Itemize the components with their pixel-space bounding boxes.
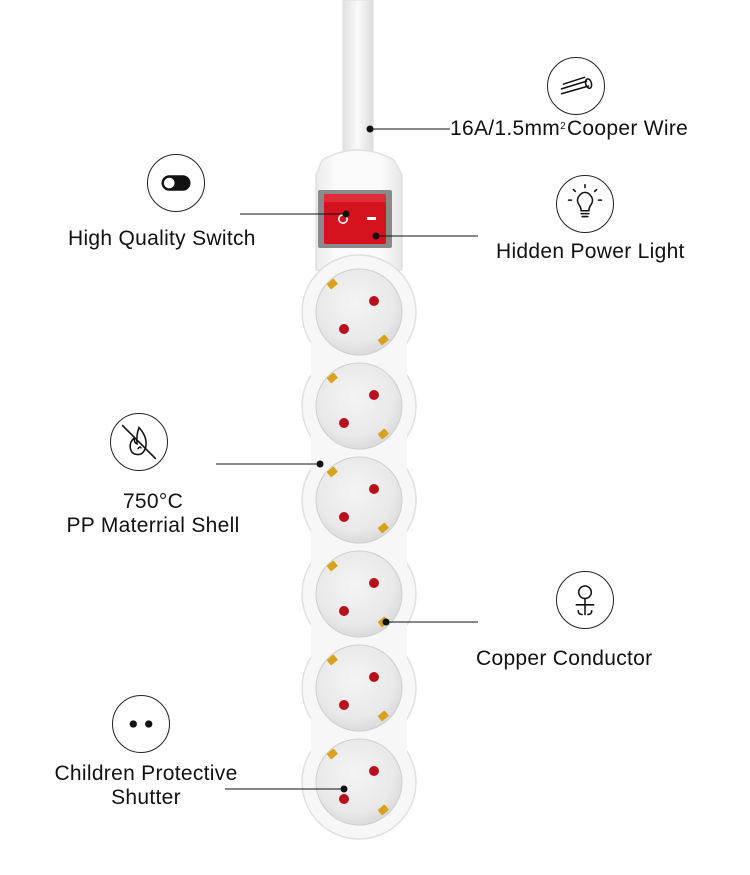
pin-hole-right <box>369 390 379 400</box>
switch-on-mark <box>367 217 376 220</box>
leader-lines <box>216 125 478 793</box>
no-fire-icon <box>110 413 168 471</box>
rocker-switch[interactable] <box>324 194 386 244</box>
earth-contact-bottom <box>378 522 389 534</box>
earth-contact-top <box>327 748 338 760</box>
socket-face <box>315 456 403 544</box>
light-bulb-icon <box>556 175 614 233</box>
earth-contact-bottom <box>378 334 389 346</box>
earth-contact-bottom <box>378 710 389 722</box>
shutter-holes-icon <box>112 695 170 753</box>
label-shutter-line1: Children Protective <box>54 762 238 785</box>
socket-face <box>315 738 403 826</box>
copper-conductor-icon <box>556 571 614 629</box>
earth-contact-bottom <box>378 428 389 440</box>
wire-icon <box>547 57 605 115</box>
earth-contact-top <box>327 654 338 666</box>
label-wire: 16A/1.5mm2Cooper Wire <box>450 117 689 140</box>
socket <box>315 644 403 732</box>
earth-contact-top <box>327 372 338 384</box>
socket <box>315 362 403 450</box>
pin-hole-right <box>369 578 379 588</box>
label-shell-line2: PP Materrial Shell <box>66 514 240 537</box>
label-shutter: Children Protective Shutter <box>30 762 262 810</box>
earth-contact-top <box>327 278 338 290</box>
pin-hole-left <box>339 606 349 616</box>
earth-contact-top <box>327 466 338 478</box>
socket-face <box>315 362 403 450</box>
pin-hole-left <box>339 512 349 522</box>
pin-hole-right <box>369 672 379 682</box>
label-switch: High Quality Switch <box>68 227 256 250</box>
label-light: Hidden Power Light <box>496 240 685 263</box>
socket-face <box>315 644 403 732</box>
earth-contact-top <box>327 560 338 572</box>
pin-hole-left <box>339 418 349 428</box>
pin-hole-left <box>339 794 349 804</box>
socket <box>315 456 403 544</box>
pin-hole-left <box>339 700 349 710</box>
socket-face <box>315 550 403 638</box>
power-cord <box>342 0 374 161</box>
label-shell-line1: 750°C <box>122 490 184 513</box>
pin-hole-right <box>369 296 379 306</box>
pin-hole-right <box>369 766 379 776</box>
label-conductor: Copper Conductor <box>476 647 653 670</box>
socket-face <box>315 268 403 356</box>
pin-hole-right <box>369 484 379 494</box>
socket <box>315 550 403 638</box>
label-shell: 750°C PP Materrial Shell <box>46 490 260 538</box>
label-shutter-line2: Shutter <box>111 786 181 809</box>
earth-contact-bottom <box>378 804 389 816</box>
toggle-switch-icon <box>147 154 205 212</box>
socket <box>315 738 403 826</box>
socket <box>315 268 403 356</box>
pin-hole-left <box>339 324 349 334</box>
